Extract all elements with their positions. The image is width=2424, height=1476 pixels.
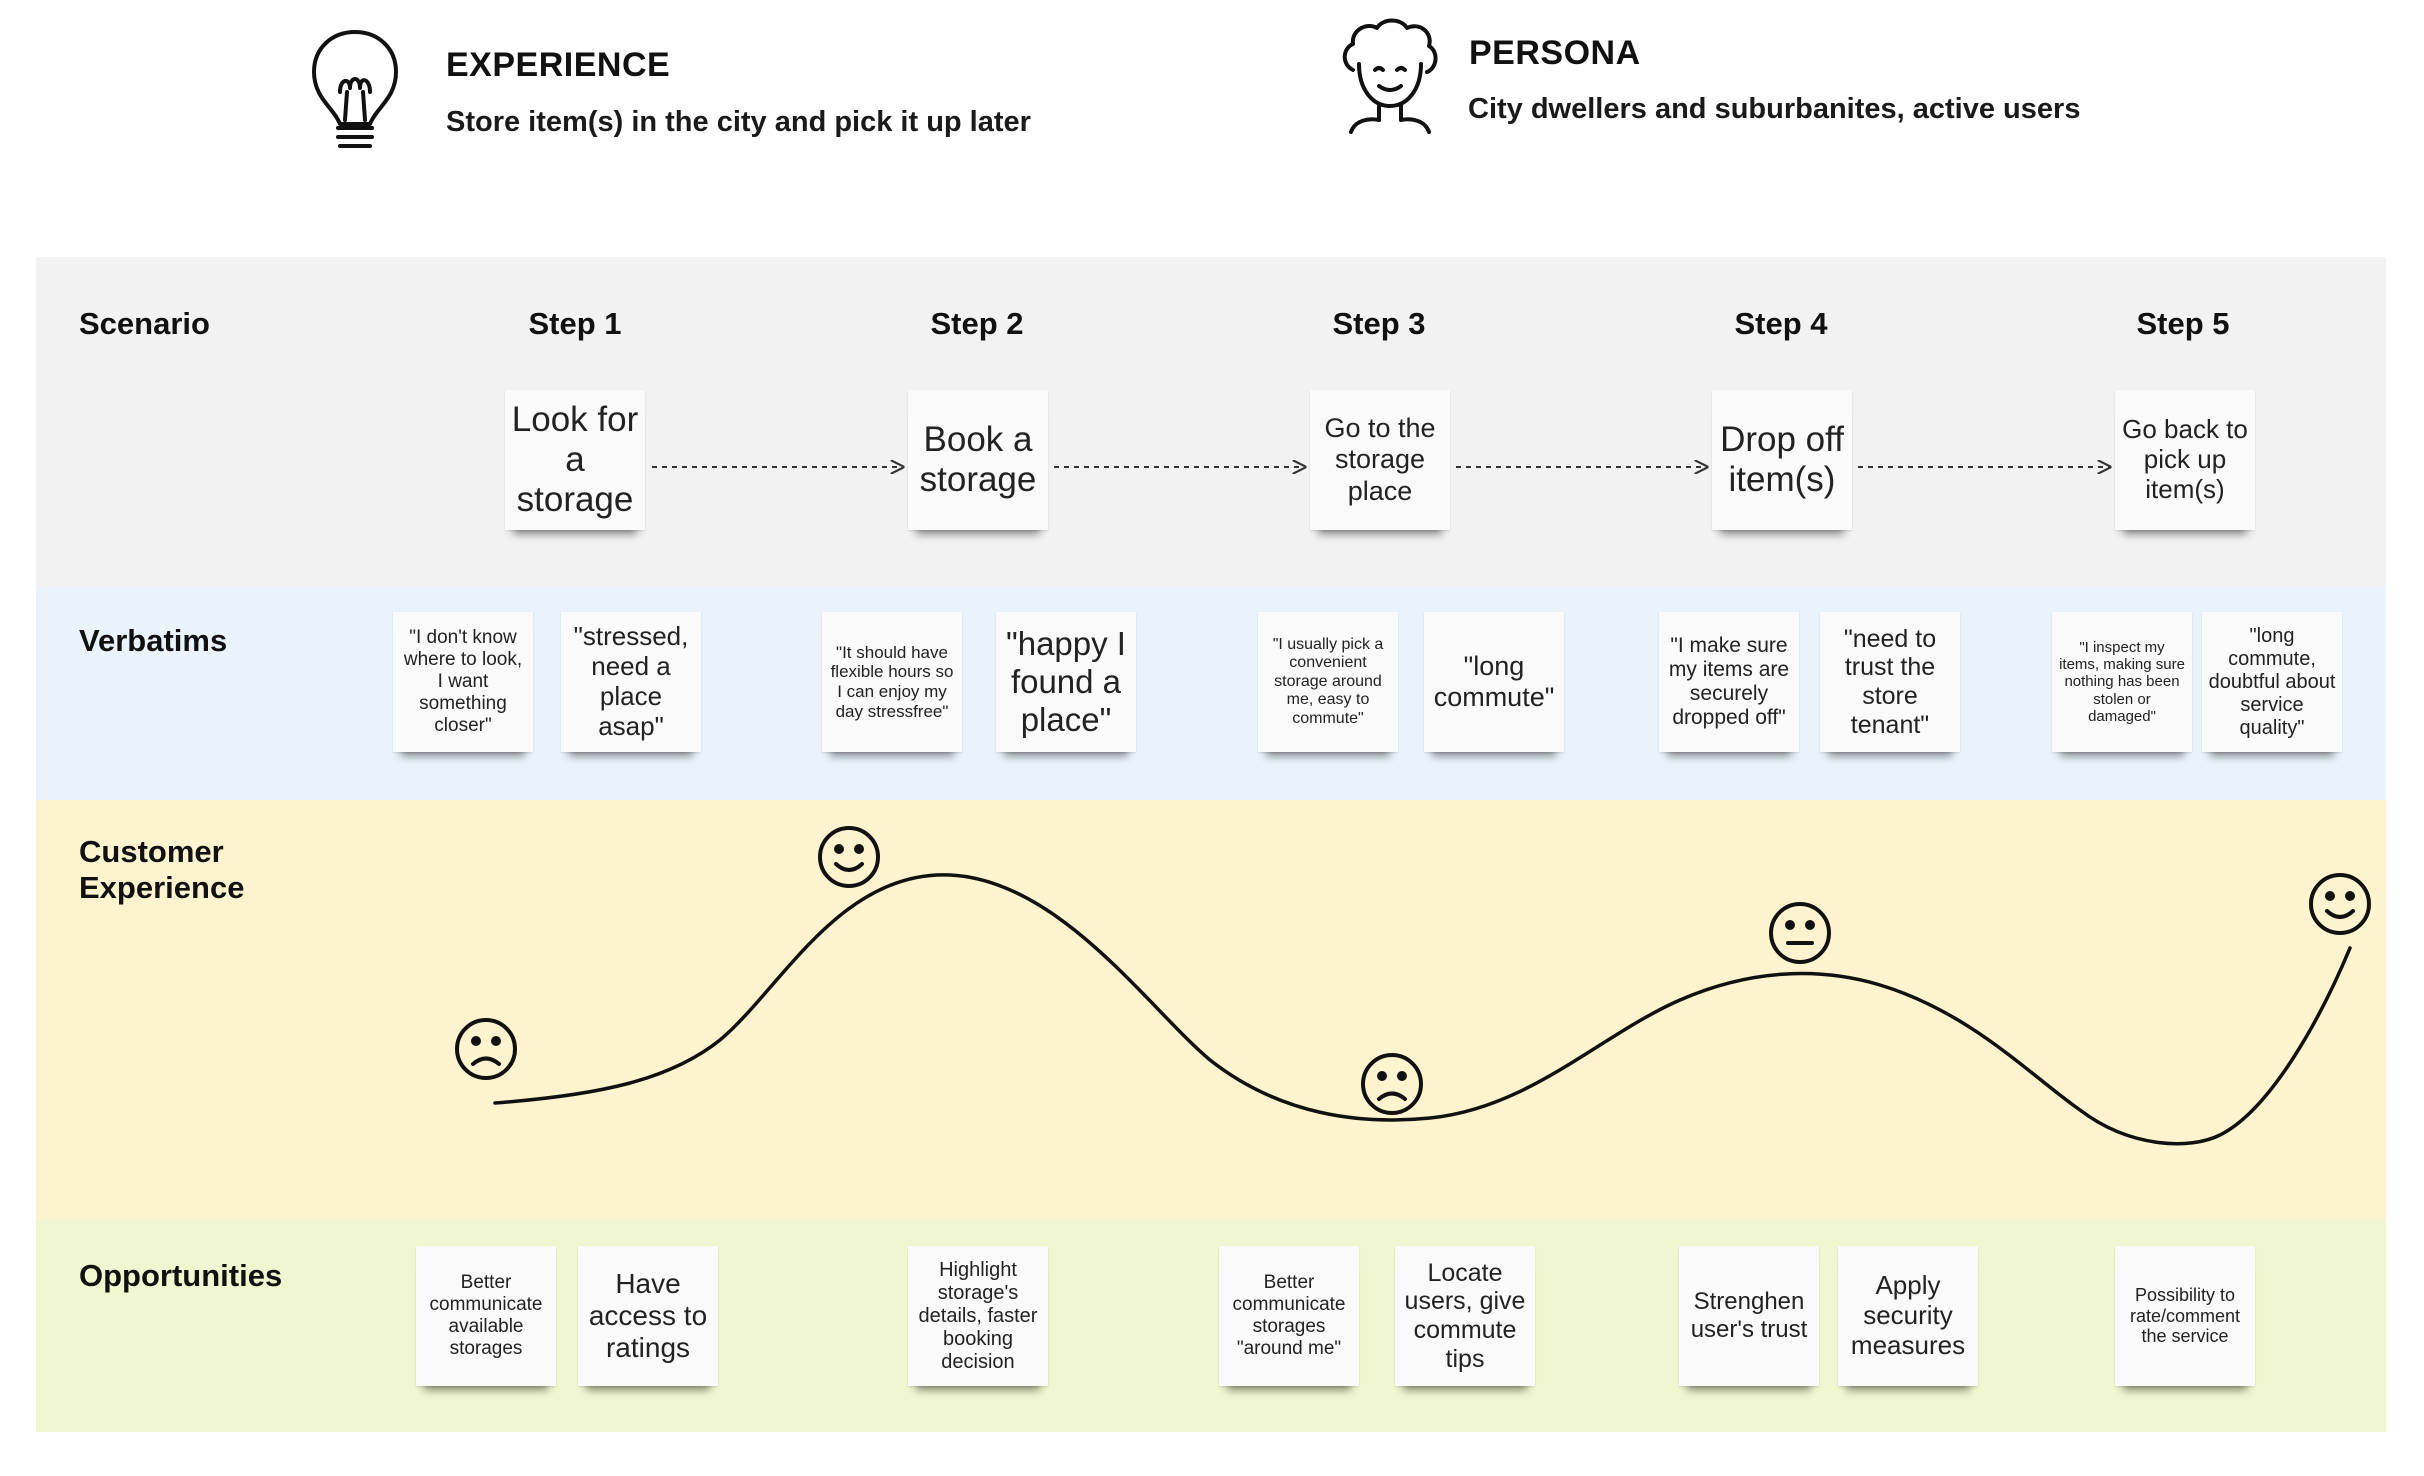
customer-experience-band [36, 800, 2386, 1220]
step-header: Step 4 [1734, 306, 1828, 341]
experience-subtitle: Store item(s) in the city and pick it up… [446, 106, 1031, 138]
verbatim-note: "happy I found a place" [996, 612, 1136, 752]
step-header: Step 5 [2136, 306, 2230, 341]
row-label-customer-experience: Customer Experience [79, 834, 245, 905]
step-header: Step 1 [528, 306, 622, 341]
persona-subtitle: City dwellers and suburbanites, active u… [1468, 93, 2081, 125]
row-label-verbatims: Verbatims [79, 623, 228, 658]
scenario-note: Drop off item(s) [1712, 390, 1852, 530]
verbatim-note: "I make sure my items are securely dropp… [1659, 612, 1799, 752]
experience-title: EXPERIENCE [446, 46, 671, 84]
row-label-opportunities: Opportunities [79, 1258, 283, 1293]
lightbulb-icon [312, 30, 398, 148]
opportunity-note: Better communicate storages "around me" [1219, 1246, 1359, 1386]
neutral-face-icon [1769, 902, 1831, 964]
sad-face-icon [1361, 1053, 1423, 1115]
scenario-band [36, 257, 2386, 587]
persona-title: PERSONA [1469, 34, 1641, 72]
step-header: Step 2 [930, 306, 1024, 341]
verbatim-note: "I don't know where to look, I want some… [393, 612, 533, 752]
verbatim-note: "I inspect my items, making sure nothing… [2052, 612, 2192, 752]
persona-face-icon [1342, 18, 1438, 134]
happy-face-icon [2309, 873, 2371, 935]
scenario-note: Book a storage [908, 390, 1048, 530]
scenario-note: Go back to pick up item(s) [2115, 390, 2255, 530]
verbatim-note: "It should have flexible hours so I can … [822, 612, 962, 752]
verbatim-note: "long commute" [1424, 612, 1564, 752]
opportunity-note: Apply security measures [1838, 1246, 1978, 1386]
scenario-note: Go to the storage place [1310, 390, 1450, 530]
verbatim-note: "stressed, need a place asap" [561, 612, 701, 752]
verbatim-note: "I usually pick a convenient storage aro… [1258, 612, 1398, 752]
opportunity-note: Have access to ratings [578, 1246, 718, 1386]
sad-face-icon [455, 1018, 517, 1080]
verbatim-note: "need to trust the store tenant" [1820, 612, 1960, 752]
row-label-scenario: Scenario [79, 306, 210, 341]
opportunity-note: Strenghen user's trust [1679, 1246, 1819, 1386]
step-header: Step 3 [1332, 306, 1426, 341]
opportunity-note: Locate users, give commute tips [1395, 1246, 1535, 1386]
emotion-curve [493, 873, 2352, 1146]
happy-face-icon [818, 826, 880, 888]
opportunity-note: Better communicate available storages [416, 1246, 556, 1386]
scenario-note: Look for a storage [505, 390, 645, 530]
opportunity-note: Possibility to rate/comment the service [2115, 1246, 2255, 1386]
verbatim-note: "long commute, doubtful about service qu… [2202, 612, 2342, 752]
opportunity-note: Highlight storage's details, faster book… [908, 1246, 1048, 1386]
